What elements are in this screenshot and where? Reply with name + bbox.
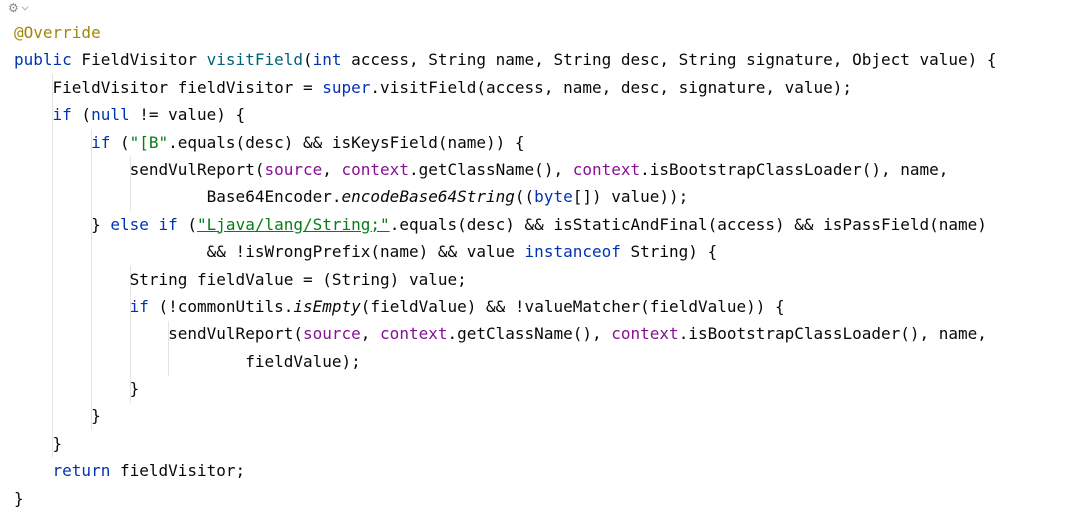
code-line: return fieldVisitor;: [14, 457, 1091, 484]
code-line: if (null != value) {: [14, 101, 1091, 128]
code-token: null: [91, 105, 130, 125]
code-token: .isBootstrapClassLoader(), name,: [678, 324, 987, 344]
code-line: }: [14, 485, 1091, 512]
code-token: @Override: [14, 23, 101, 42]
code-line: } else if ("Ljava/lang/String;".equals(d…: [14, 211, 1091, 238]
indent-guide: [130, 156, 131, 211]
code-token: [149, 215, 159, 234]
code-token: byte: [534, 187, 573, 207]
code-token: ((: [514, 187, 535, 207]
code-token: (!commonUtils.: [148, 296, 294, 316]
code-token: if: [129, 296, 149, 316]
code-line: FieldVisitor fieldVisitor = super.visitF…: [14, 74, 1091, 101]
code-line: if (!commonUtils.isEmpty(fieldValue) && …: [14, 293, 1091, 320]
code-token: []) value));: [572, 187, 689, 207]
code-line: fieldValue);: [14, 348, 1091, 375]
indent-guide: [130, 266, 131, 403]
code-token: .isBootstrapClassLoader(), name,: [640, 159, 949, 179]
code-token: public: [14, 50, 72, 70]
code-token: .equals(desc) && isStaticAndFinal(access…: [389, 214, 987, 234]
code-token: fieldValue);: [245, 351, 361, 371]
code-token: if: [158, 214, 178, 234]
code-line: public FieldVisitor visitField(int acces…: [14, 46, 1091, 73]
code-token: (: [71, 105, 92, 125]
code-token: if: [91, 132, 111, 152]
code-token: super: [322, 77, 371, 97]
code-line: Base64Encoder.encodeBase64String((byte[]…: [14, 183, 1091, 210]
indent-guide: [91, 129, 92, 430]
code-token: int: [312, 50, 342, 70]
code-token: (: [110, 132, 130, 152]
code-token: access, String name, String desc, String…: [341, 50, 997, 70]
code-line: String fieldValue = (String) value;: [14, 266, 1091, 293]
code-token: (: [302, 50, 313, 70]
code-line: }: [14, 402, 1091, 429]
code-token: isEmpty: [293, 296, 361, 316]
gear-icon[interactable]: ⚙: [8, 1, 29, 15]
code-token: Base64Encoder.: [206, 187, 342, 207]
code-line: sendVulReport(source, context.getClassNa…: [14, 156, 1091, 183]
code-token: (: [177, 214, 198, 234]
code-token: else: [110, 214, 149, 234]
code-line: && !isWrongPrefix(name) && value instanc…: [14, 238, 1091, 265]
code-token: visitField: [206, 50, 303, 70]
code-token: context: [341, 159, 409, 179]
code-token: }: [14, 488, 24, 508]
chevron-down-icon: [21, 3, 29, 10]
code-line: @Override: [14, 19, 1091, 46]
indent-guide: [168, 321, 169, 376]
code-token: instanceof: [524, 242, 621, 262]
code-token: return: [52, 461, 111, 481]
code-token: .getClassName(),: [447, 324, 612, 344]
code-line: }: [14, 430, 1091, 457]
code-token: fieldVisitor;: [110, 461, 246, 481]
code-token: context: [380, 324, 448, 344]
code-token: context: [611, 324, 679, 344]
code-token: String fieldValue = (String) value;: [129, 269, 467, 289]
code-token: .getClassName(),: [408, 159, 573, 179]
code-token: FieldVisitor fieldVisitor =: [52, 77, 323, 97]
code-token: context: [572, 159, 641, 179]
code-token: }: [129, 379, 140, 399]
code-token: "Ljava/lang/String;": [197, 214, 390, 234]
code-token: ,: [360, 324, 381, 344]
code-token: sendVulReport(: [168, 324, 303, 344]
code-token: && !isWrongPrefix(name) && value: [206, 242, 525, 262]
code-token: .visitField(access, name, desc, signatur…: [370, 77, 853, 97]
gear-glyph: ⚙: [8, 1, 19, 15]
code-line: if ("[B".equals(desc) && isKeysField(nam…: [14, 129, 1091, 156]
code-token: source: [302, 324, 361, 344]
code-token: encodeBase64String: [341, 187, 515, 207]
code-token: "[B": [129, 132, 169, 152]
code-token: }: [91, 214, 111, 234]
code-token: source: [264, 159, 323, 179]
code-token: }: [91, 406, 101, 426]
code-token: FieldVisitor: [71, 50, 207, 70]
code-token: String) {: [620, 242, 718, 262]
code-token: ,: [322, 159, 342, 179]
code-token: sendVulReport(: [129, 159, 265, 179]
code-line: sendVulReport(source, context.getClassNa…: [14, 320, 1091, 347]
code-token: (fieldValue) && !valueMatcher(fieldValue…: [360, 296, 785, 316]
code-token: }: [52, 433, 63, 453]
code-token: .equals(desc) && isKeysField(name)) {: [168, 132, 525, 152]
indent-guide: [52, 74, 53, 457]
code-line: }: [14, 375, 1091, 402]
code-token: if: [52, 105, 72, 125]
code-token: != value) {: [129, 105, 246, 125]
